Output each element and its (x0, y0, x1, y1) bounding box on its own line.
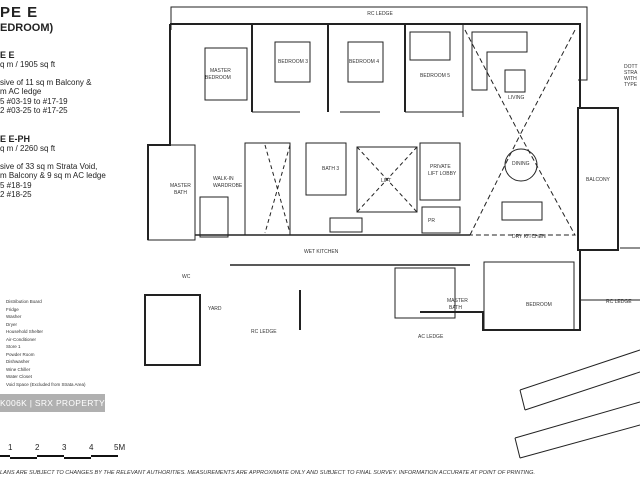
legend-item: Air-Conditioner (6, 336, 37, 342)
type-line: sive of 11 sq m Balcony & (0, 77, 92, 87)
label-master-bath-2: BATH (449, 305, 462, 311)
note-line: WITH (624, 76, 637, 82)
label-dry-kitchen: DRY KITCHEN (512, 234, 546, 240)
note-line: TYPE (624, 82, 638, 88)
kitchen-island (501, 201, 543, 221)
legend-item: Water Closet (6, 374, 32, 379)
label-private-lift-lobby: PRIVATE (430, 164, 451, 170)
label-rc-ledge-top: RC LEDGE (367, 11, 393, 17)
type-e-info: E E q m / 1905 sq ft sive of 11 sq m Bal… (0, 50, 91, 116)
label-lift: LIFT (381, 178, 391, 184)
watermark: K006K | SRX PROPERTY (0, 394, 105, 412)
scale-tick-label: 2 (35, 443, 40, 452)
label-bedroom-lower: BEDROOM (526, 302, 552, 308)
outer-wall (147, 23, 581, 331)
label-master-bath: BATH (174, 190, 187, 196)
type-area: q m / 1905 sq ft (0, 60, 56, 69)
shaft (244, 142, 291, 236)
type-area: q m / 2260 sq ft (0, 144, 56, 153)
label-bedroom4: BEDROOM 4 (349, 59, 379, 65)
label-walk-in-wardrobe: WARDROBE (213, 183, 243, 189)
bed (409, 31, 451, 61)
type-line: m Balcony & 9 sq m AC ledge (0, 171, 106, 180)
type-line: 2 #18-25 (0, 190, 32, 199)
lift (356, 146, 418, 213)
master-bath-outline (147, 144, 196, 241)
label-master-bedroom: MASTER (210, 68, 231, 74)
legend: Distribution Board Fridge Washer Dryer H… (6, 298, 86, 388)
bed (347, 41, 384, 83)
stove (329, 217, 363, 233)
type-line: 5 #03-19 to #17-19 (0, 96, 68, 106)
balcony-pointer (580, 247, 640, 301)
type-line: 5 #18-19 (0, 180, 32, 190)
label-pr: PR (428, 218, 435, 224)
legend-item: Dryer (6, 321, 17, 327)
label-living: LIVING (508, 95, 525, 101)
shaft-cross (264, 144, 291, 234)
type-line: m AC ledge (0, 87, 42, 96)
disclaimer: LANS ARE SUBJECT TO CHANGES BY THE RELEV… (0, 470, 536, 476)
label-private-lift-lobby: LIFT LOBBY (428, 171, 457, 177)
wardrobe (199, 196, 229, 238)
legend-item: Household Shelter (6, 329, 44, 334)
type-line: 2 #03-25 to #17-25 (0, 106, 68, 115)
bed (274, 41, 311, 83)
coffee-table (504, 69, 526, 93)
label-balcony: BALCONY (586, 177, 611, 183)
label-bedroom5: BEDROOM 5 (420, 73, 450, 79)
type-line: sive of 33 sq m Strata Void, (0, 161, 98, 171)
unit-type-title: PE E (0, 4, 39, 21)
scale-tick-label: 5M (114, 443, 126, 452)
unit-type-subtitle: EDROOM) (0, 22, 54, 34)
legend-item: Powder Room (6, 351, 35, 357)
rc-ledge-outline (170, 6, 588, 81)
type-name: E E-PH (0, 134, 31, 144)
scale-bar: 1 2 3 4 5M (0, 443, 130, 463)
label-dining: DINING (512, 161, 530, 167)
key-plan-block (514, 401, 640, 459)
label-wc: WC (182, 274, 191, 280)
key-plan-block (519, 349, 640, 411)
type-name: E E (0, 50, 15, 60)
label-master-bedroom: BEDROOM (205, 75, 231, 81)
label-master-bath-2: MASTER (447, 298, 468, 304)
label-bedroom3: BEDROOM 3 (278, 59, 308, 65)
scale-tick-label: 4 (89, 443, 94, 452)
legend-item: Dishwasher (6, 359, 30, 364)
side-note: DOTT STRA WITH TYPE (624, 64, 638, 88)
label-walk-in-wardrobe: WALK-IN (213, 176, 234, 182)
label-master-bath: MASTER (170, 183, 191, 189)
legend-item: Void Space (Excluded from Strata Area) (6, 381, 86, 387)
label-wet-kitchen: WET KITCHEN (304, 249, 339, 255)
sofa (471, 31, 528, 91)
lift-lobby-outline (419, 142, 461, 201)
note-line: STRA (624, 70, 638, 76)
label-ac-ledge: AC LEDGE (418, 334, 444, 340)
legend-item: Store 1 (6, 344, 21, 349)
label-yard: YARD (208, 306, 222, 312)
lift-cross (356, 146, 418, 213)
void-line (464, 29, 576, 236)
note-line: DOTT (624, 64, 638, 70)
label-rc-ledge-right: RC LEDGE (606, 299, 632, 305)
bath3-outline (305, 142, 347, 196)
bathroom-outline (394, 267, 456, 319)
bedroom-lower-outline (483, 261, 575, 331)
label-bath3: BATH 3 (322, 166, 339, 172)
bed (204, 47, 248, 101)
label-rc-ledge-left: RC LEDGE (251, 329, 277, 335)
legend-item: Wine Chiller (6, 366, 31, 372)
store-outline (144, 294, 201, 366)
legend-item: Distribution Board (6, 299, 42, 304)
balcony-outline (577, 107, 619, 251)
legend-item: Washer (6, 314, 22, 319)
pr-outline (421, 206, 461, 234)
scale-tick-label: 3 (62, 443, 67, 452)
scale-tick-label: 1 (8, 443, 13, 452)
type-e-ph-info: E E-PH q m / 2260 sq ft sive of 33 sq m … (0, 134, 106, 200)
legend-item: Fridge (6, 306, 19, 312)
